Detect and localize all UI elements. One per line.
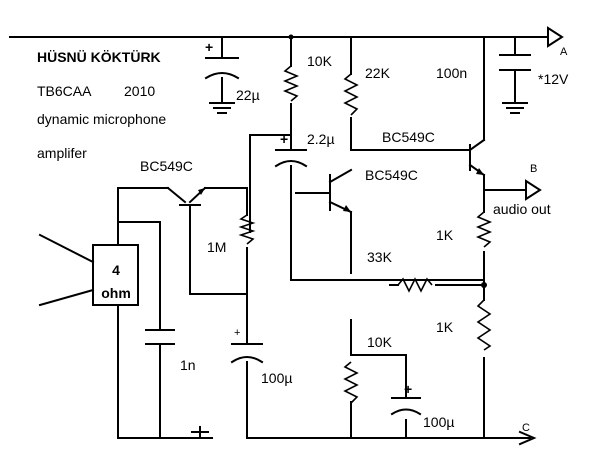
label-q3: BC549C	[382, 129, 435, 145]
subtitle-2: amplifer	[37, 145, 87, 161]
capacitors	[145, 54, 531, 416]
polarity-marks: + + + +	[205, 39, 412, 397]
label-r-1k-upper: 1K	[436, 227, 454, 243]
terminal-b-icon	[525, 179, 542, 201]
label-q2: BC549C	[365, 167, 418, 183]
microphone-icon	[92, 244, 139, 306]
terminal-c-icon	[518, 430, 537, 446]
resistor-10k-bottom	[343, 361, 359, 404]
header: HÜSNÜ KÖKTÜRK TB6CAA 2010 dynamic microp…	[37, 49, 166, 161]
resistor-33k	[397, 277, 433, 293]
label-r-33k: 33K	[367, 249, 393, 265]
junctions	[288, 34, 487, 288]
resistor-22k	[343, 73, 359, 116]
terminal-a-icon	[547, 26, 564, 48]
capacitor-1n	[145, 329, 175, 345]
resistor-1k-upper	[475, 211, 493, 248]
label-q1: BC549C	[140, 158, 193, 174]
label-c-100u-right: 100µ	[423, 414, 454, 430]
label-c-100n: 100n	[436, 65, 467, 81]
plus-sign: +	[404, 381, 412, 397]
label-r-1k-lower: 1K	[436, 319, 454, 335]
junction-dot	[288, 34, 294, 40]
resistor-1m	[238, 214, 256, 245]
label-audio-out: audio out	[493, 201, 551, 217]
capacitor-100n	[499, 54, 531, 71]
junction-dot	[481, 282, 487, 288]
plus-sign: +	[205, 39, 213, 55]
author-name: HÜSNÜ KÖKTÜRK	[37, 49, 161, 65]
microphone: 4 ohm	[38, 233, 139, 307]
ground-symbols	[187, 102, 528, 439]
label-c-coupling: 2.2µ	[307, 131, 335, 147]
wires	[9, 36, 549, 439]
capacitor-2u2	[274, 149, 308, 168]
capacitor-100u-left	[230, 323, 264, 364]
capacitor-100u-right	[390, 397, 422, 416]
resistor-1k-lower	[476, 299, 492, 351]
ground-icon	[209, 102, 235, 114]
transistor-q1	[166, 186, 207, 206]
label-node-c: C	[522, 422, 530, 434]
transistor-q3	[468, 138, 486, 177]
resistors	[238, 65, 493, 404]
label-r-10k-bottom: 10K	[367, 334, 393, 350]
label-r-10k-top: 10K	[307, 53, 333, 69]
transistor-q2	[328, 168, 353, 214]
label-r-1m: 1M	[207, 239, 226, 255]
terminals	[518, 26, 564, 446]
label-c-100u-left: 100µ	[261, 370, 292, 386]
label-supply-voltage: *12V	[538, 71, 569, 87]
plus-sign: +	[234, 327, 240, 339]
label-node-b: B	[530, 163, 537, 175]
label-c-supply: 22µ	[236, 87, 260, 103]
label-r-22k: 22K	[365, 65, 391, 81]
plus-sign: +	[280, 131, 288, 147]
capacitor-22u	[204, 57, 240, 80]
callsign: TB6CAA	[37, 83, 92, 99]
ground-icon	[187, 426, 213, 439]
mic-unit-label: ohm	[101, 285, 131, 301]
subtitle: dynamic microphone	[37, 111, 166, 127]
resistor-10k-top	[282, 65, 300, 102]
label-c-1n: 1n	[180, 357, 196, 373]
ground-icon	[502, 102, 528, 114]
year: 2010	[124, 83, 155, 99]
mic-value-label: 4	[112, 262, 120, 278]
label-node-a: A	[560, 46, 568, 58]
component-labels: 22µ 10K 22K 100n *12V A 2.2µ BC549C BC54…	[140, 46, 569, 434]
